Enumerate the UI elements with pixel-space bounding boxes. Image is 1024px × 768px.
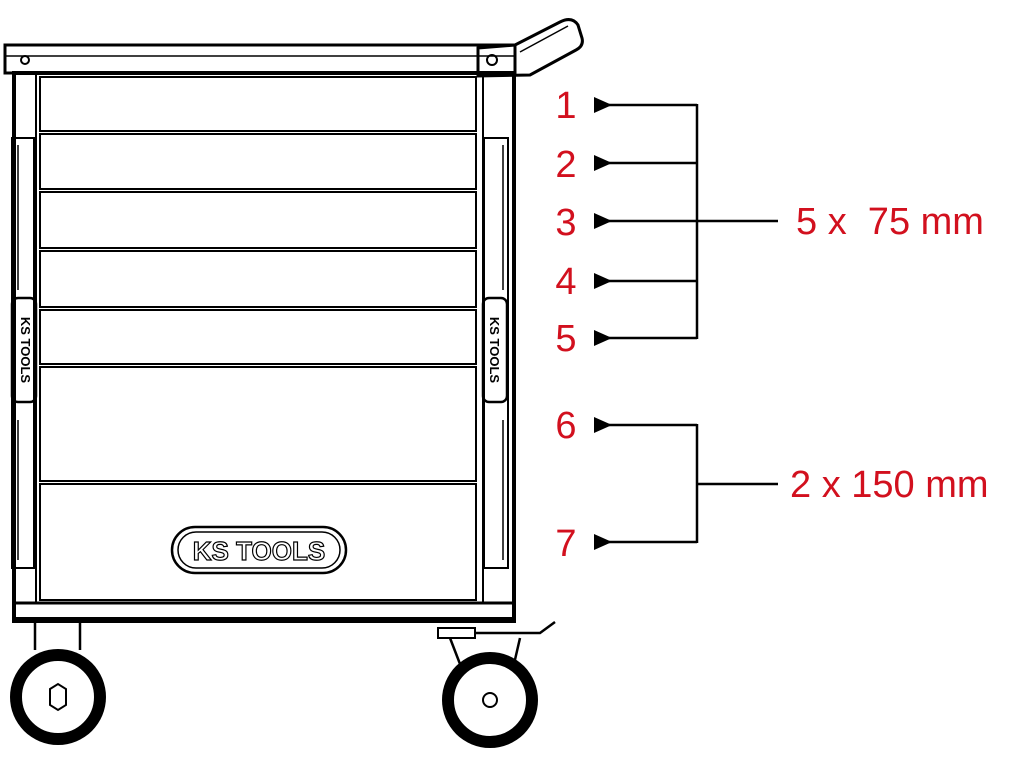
left-side-logo: KS TOOLS: [10, 296, 38, 404]
side-logo-text: KS TOOLS: [18, 317, 33, 384]
screw-icon: [486, 54, 498, 66]
arrowhead-icon: [594, 155, 612, 171]
front-logo-text: KS TOOLS: [193, 536, 325, 566]
drawer-7: [39, 483, 477, 601]
arrowhead-icon: [594, 534, 612, 550]
cart-handle: [476, 18, 584, 78]
drawer-number-4: 4: [555, 261, 576, 303]
arrowhead-icon: [594, 97, 612, 113]
drawer-number-2: 2: [555, 144, 576, 186]
cabinet-body: [11, 71, 516, 623]
right-side-logo: KS TOOLS: [481, 296, 509, 404]
drawer-number-5: 5: [555, 318, 576, 360]
screw-icon: [20, 55, 30, 65]
arrowhead-icon: [594, 273, 612, 289]
arrowhead-icon: [594, 330, 612, 346]
drawer-2: [39, 133, 477, 190]
bracket-group-1: [594, 97, 778, 346]
left-caster: [10, 621, 106, 745]
bracket-group-2: [594, 417, 778, 550]
drawer-number-6: 6: [555, 405, 576, 447]
drawer-number-1: 1: [555, 85, 576, 127]
front-logo: KS TOOLS: [170, 525, 348, 575]
drawer-6: [39, 366, 477, 482]
drawer-4: [39, 250, 477, 308]
drawer-number-3: 3: [555, 202, 576, 244]
drawer-3: [39, 191, 477, 249]
cabinet-top: [3, 43, 517, 75]
side-logo-text: KS TOOLS: [487, 317, 502, 384]
group-label-5x75: 5 x 75 mm: [796, 201, 984, 243]
drawer-5: [39, 309, 477, 365]
drawer-number-7: 7: [555, 523, 576, 565]
arrowhead-icon: [594, 213, 612, 229]
group-label-2x150: 2 x 150 mm: [790, 464, 989, 506]
drawer-1: [39, 76, 477, 132]
arrowhead-icon: [594, 417, 612, 433]
right-caster: [437, 620, 556, 748]
